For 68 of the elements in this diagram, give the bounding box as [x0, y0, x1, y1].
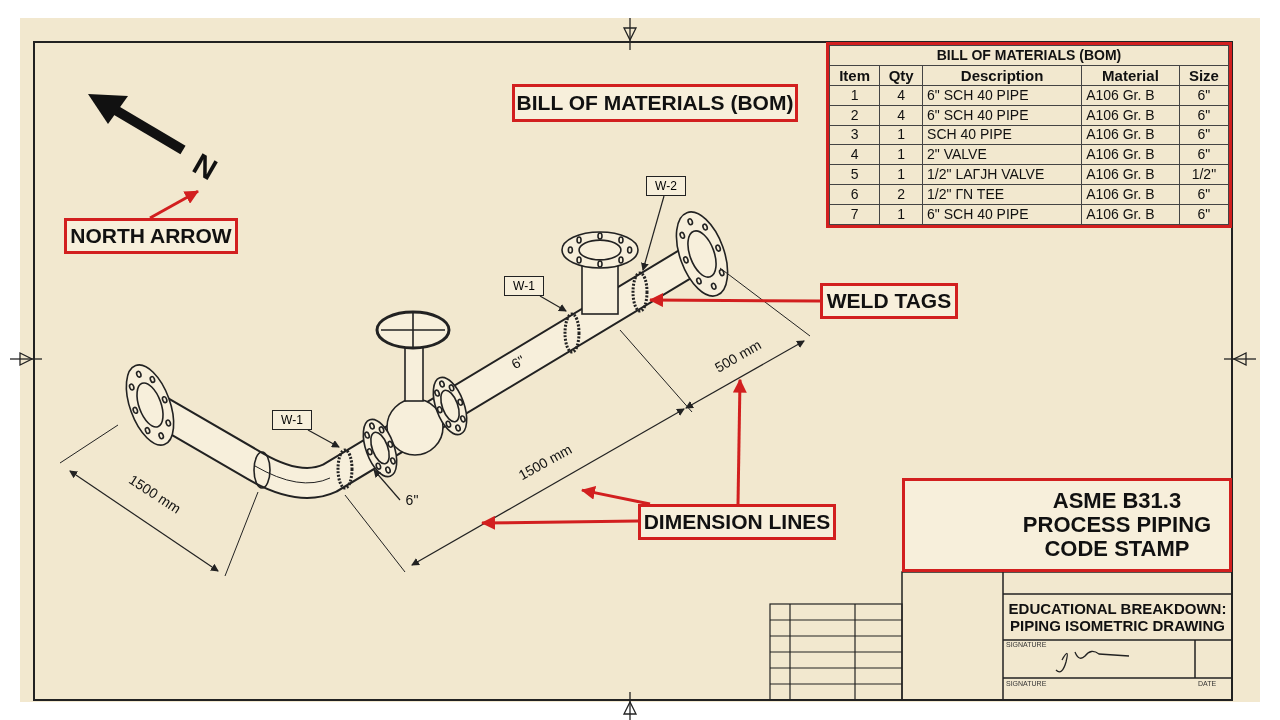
table-cell: 3: [829, 125, 880, 145]
table-cell: 2: [879, 184, 923, 205]
table-cell: 1: [879, 204, 923, 225]
callout-arrow: [649, 293, 820, 308]
table-cell: 6": [1179, 204, 1229, 225]
table-cell: 7: [829, 204, 880, 225]
leader-line: [373, 469, 401, 501]
table-cell: A106 Gr. B: [1081, 105, 1180, 125]
table-cell: 6": [1179, 105, 1229, 125]
table-cell: Material: [1081, 65, 1180, 86]
table-cell: 4: [879, 105, 923, 125]
table-cell: 1: [829, 85, 880, 106]
table-cell: BILL OF MATERIALS (BOM): [829, 45, 1229, 66]
callout-arrow: [149, 189, 199, 220]
drawing-title: EDUCATIONAL BREAKDOWN: PIPING ISOMETRIC DRAWING: [1007, 599, 1228, 636]
weld-ring: [630, 270, 650, 314]
weld-tag: W-2: [646, 176, 686, 196]
table-cell: A106 Gr. B: [1081, 144, 1180, 165]
table-cell: 6": [1179, 144, 1229, 165]
table-cell: Size: [1179, 65, 1229, 86]
table-cell: Qty: [879, 65, 923, 86]
weld-ring: [562, 311, 582, 355]
table-cell: 5: [829, 164, 880, 185]
table-cell: 6" SCH 40 PIPE: [922, 105, 1082, 125]
table-cell: 6": [1179, 125, 1229, 145]
callout-arrow: [581, 485, 651, 506]
table-cell: A106 Gr. B: [1081, 125, 1180, 145]
pipe-size-label: 6": [400, 490, 424, 510]
table-cell: 4: [879, 85, 923, 106]
weld-ring: [335, 447, 355, 491]
table-cell: SCH 40 PIPE: [922, 125, 1082, 145]
code-stamp-box: ASME B31.3 PROCESS PIPING CODE STAMP: [902, 478, 1232, 572]
table-cell: 6" SCH 40 PIPE: [922, 204, 1082, 225]
callout-arrow: [732, 378, 747, 505]
weld-tag: W-1: [504, 276, 544, 296]
table-cell: 1/2": [1179, 164, 1229, 185]
pipe-size-label: 6": [507, 350, 529, 375]
table-cell: 2" VALVE: [922, 144, 1082, 165]
callout-box: WELD TAGS: [820, 283, 958, 319]
table-cell: 1: [879, 164, 923, 185]
table-cell: A106 Gr. B: [1081, 204, 1180, 225]
dimension-value: 1500 mm: [125, 470, 185, 519]
callout-box: BILL OF MATERIALS (BOM): [512, 84, 798, 122]
table-cell: 1/2" ΓN TEE: [922, 184, 1082, 205]
table-cell: A106 Gr. B: [1081, 164, 1180, 185]
table-cell: 6": [1179, 85, 1229, 106]
table-cell: A106 Gr. B: [1081, 85, 1180, 106]
leader-line: [539, 295, 567, 312]
callout-arrow: [481, 515, 639, 530]
table-cell: Item: [829, 65, 880, 86]
table-cell: 1: [879, 125, 923, 145]
dimension-value: 500 mm: [707, 332, 769, 380]
north-letter: N: [180, 142, 230, 192]
table-cell: A106 Gr. B: [1081, 184, 1180, 205]
table-cell: 6" SCH 40 PIPE: [922, 85, 1082, 106]
table-cell: 2: [829, 105, 880, 125]
weld-tag: W-1: [272, 410, 312, 430]
callout-box: NORTH ARROW: [64, 218, 238, 254]
table-cell: 1/2" LAΓJH VALVE: [922, 164, 1082, 185]
table-cell: 1: [879, 144, 923, 165]
leader-line: [307, 429, 340, 448]
table-cell: 4: [829, 144, 880, 165]
leader-line: [641, 195, 665, 271]
table-cell: 6: [829, 184, 880, 205]
callout-box: DIMENSION LINES: [638, 504, 836, 540]
table-cell: 6": [1179, 184, 1229, 205]
table-cell: Description: [922, 65, 1082, 86]
dimension-value: 1500 mm: [505, 433, 585, 491]
